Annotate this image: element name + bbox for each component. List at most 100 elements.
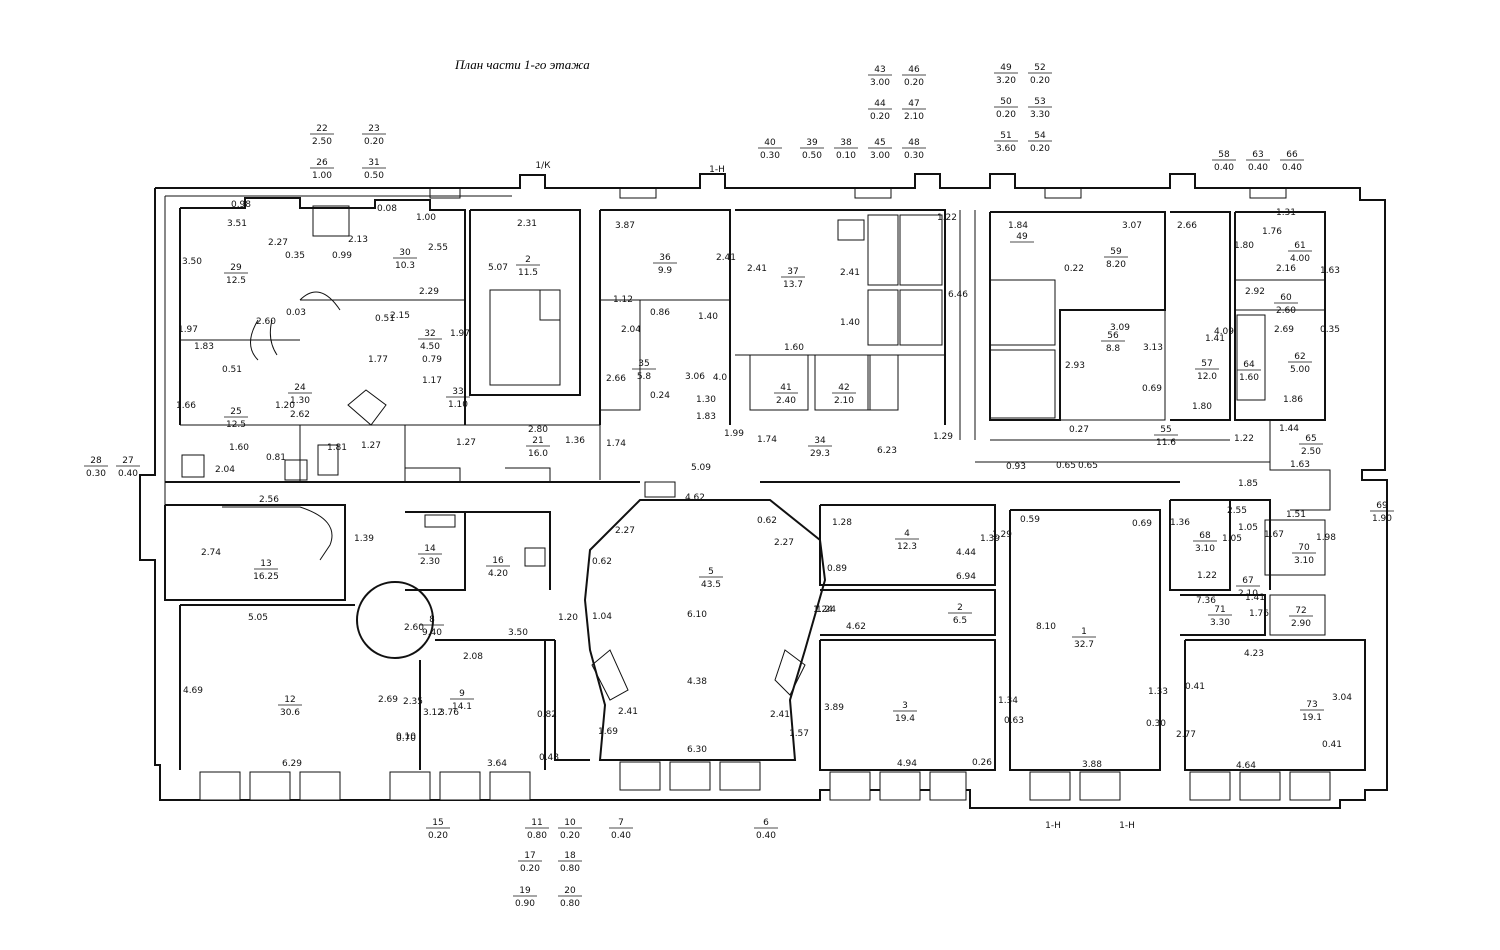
top-fraction-16-value: 3.30 (1030, 110, 1050, 120)
dimension-label-108: 0.62 (757, 516, 777, 526)
dimension-label-5: 2.13 (348, 235, 368, 245)
top-fraction-6-number: 44 (874, 99, 886, 109)
dimension-label-68: 0.22 (1064, 264, 1084, 274)
bottom-fraction-8-number: 20 (564, 886, 576, 896)
dimension-label-80: 2.69 (1274, 325, 1294, 335)
dimension-label-111: 1.24 (813, 605, 833, 615)
dimension-label-1: 3.51 (227, 219, 247, 229)
dimension-label-146: 3.64 (487, 759, 507, 769)
top-fraction-8-number: 40 (764, 138, 776, 148)
room-72-39: 722.90 (1289, 606, 1313, 629)
room-29-0-value: 12.5 (226, 276, 246, 286)
room-64-22: 641.60 (1237, 360, 1261, 383)
dimension-label-147: 0.48 (539, 753, 559, 763)
dimension-label-84: 2.16 (1276, 264, 1296, 274)
room-35-10-value: 5.8 (637, 372, 652, 382)
room-49-14-number: 49 (1016, 232, 1028, 242)
dimension-label-105: 1.67 (1264, 530, 1284, 540)
room-57-18-number: 57 (1201, 359, 1212, 369)
top-fraction-5: 460.20 (902, 65, 926, 88)
room-70-38-value: 3.10 (1294, 556, 1314, 566)
dimension-label-90: 1.29 (992, 530, 1012, 540)
dimension-label-143: 2.77 (1176, 730, 1196, 740)
dimension-label-38: 1.20 (275, 401, 295, 411)
room-30-1-number: 30 (399, 248, 411, 258)
room-14-25: 142.30 (418, 544, 442, 567)
room-34-13-number: 34 (814, 436, 826, 446)
top-fraction-13-number: 49 (1000, 63, 1012, 73)
dimension-label-150: 0.26 (972, 758, 992, 768)
dimension-label-74: 0.27 (1069, 425, 1089, 435)
dimension-label-26: 0.03 (286, 308, 306, 318)
dimension-label-86: 4.62 (685, 493, 705, 503)
dimension-label-4: 0.35 (285, 251, 305, 261)
dimension-label-134: 2.41 (770, 710, 790, 720)
dimension-label-24: 1.63 (1320, 266, 1340, 276)
dimension-label-21: 1.80 (1234, 241, 1254, 251)
dimension-label-87: 2.56 (259, 495, 279, 505)
dimension-label-31: 1.97 (178, 325, 198, 335)
dimension-label-48: 1.74 (606, 439, 626, 449)
dimension-label-101: 2.55 (1227, 506, 1247, 516)
room-24-7: 241.30 (288, 383, 312, 406)
dimension-label-94: 0.89 (827, 564, 847, 574)
dimension-label-39: 2.62 (290, 410, 310, 420)
top-fraction-5-number: 46 (908, 65, 920, 75)
dimension-label-92: 4.44 (956, 548, 976, 558)
dimension-label-75: 1.22 (1234, 434, 1254, 444)
room-56-16-value: 8.8 (1106, 344, 1121, 354)
dimension-label-60: 1.40 (840, 318, 860, 328)
top-fraction-16-number: 53 (1034, 97, 1045, 107)
top-fraction-14-number: 52 (1034, 63, 1045, 73)
dimension-label-58: 1.83 (696, 412, 716, 422)
room-71-37-value: 3.30 (1210, 618, 1230, 628)
side-fraction-0: 280.30 (84, 456, 108, 479)
dimension-label-138: 1.34 (998, 696, 1018, 706)
room-1-34-value: 32.7 (1074, 640, 1094, 650)
dimension-label-20: 2.66 (1177, 221, 1197, 231)
top-fraction-8: 400.30 (758, 138, 782, 161)
bottom-fraction-3: 70.40 (609, 818, 633, 841)
dimension-label-127: 3.12 (423, 708, 443, 718)
dimension-label-25: 2.15 (390, 311, 410, 321)
room-33-8-value: 1.10 (448, 400, 468, 410)
room-32-5-number: 32 (424, 329, 435, 339)
room-68-35-number: 68 (1199, 531, 1211, 541)
dimension-label-140: 4.23 (1244, 649, 1264, 659)
dimension-label-136: 3.89 (824, 703, 844, 713)
dimension-label-107: 2.27 (615, 526, 635, 536)
dimension-label-47: 1.36 (565, 436, 585, 446)
dimension-label-112: 1.04 (592, 612, 612, 622)
dimension-label-35: 1.77 (368, 355, 388, 365)
bottom-fraction-0-number: 15 (432, 818, 443, 828)
room-24-7-value: 1.30 (290, 396, 310, 406)
dimension-label-59: 1.60 (784, 343, 804, 353)
dimension-label-37: 1.66 (176, 401, 196, 411)
top-fraction-15-number: 50 (1000, 97, 1012, 107)
interior-walls (164, 197, 1366, 771)
room-56-16-number: 56 (1107, 331, 1119, 341)
dimension-label-154: 4.64 (1236, 761, 1256, 771)
dimension-label-99: 1.51 (1286, 510, 1306, 520)
top-fraction-17: 513.60 (994, 131, 1018, 154)
room-49-14: 49 (1010, 232, 1034, 243)
bottom-fraction-1: 110.80 (525, 818, 549, 841)
bottom-fraction-4-value: 0.40 (756, 831, 776, 841)
top-fraction-18: 540.20 (1028, 131, 1052, 154)
room-12-30-value: 30.6 (280, 708, 300, 718)
dimension-label-155: 0.41 (1322, 740, 1342, 750)
dimension-label-18: 1.84 (1008, 221, 1028, 231)
dimension-label-56: 4.0 (713, 373, 728, 383)
dimension-label-119: 5.05 (248, 613, 268, 623)
room-9-31-number: 9 (459, 689, 465, 699)
dimension-label-17: 6.46 (948, 290, 968, 300)
dimension-label-132: 2.41 (618, 707, 638, 717)
dimension-label-133: 4.38 (687, 677, 707, 687)
room-72-39-value: 2.90 (1291, 619, 1311, 629)
dimension-label-142: 3.04 (1332, 693, 1352, 703)
dimension-label-51: 1.40 (698, 312, 718, 322)
dimension-label-10: 2.31 (517, 219, 537, 229)
room-5-27-value: 43.5 (701, 580, 721, 590)
